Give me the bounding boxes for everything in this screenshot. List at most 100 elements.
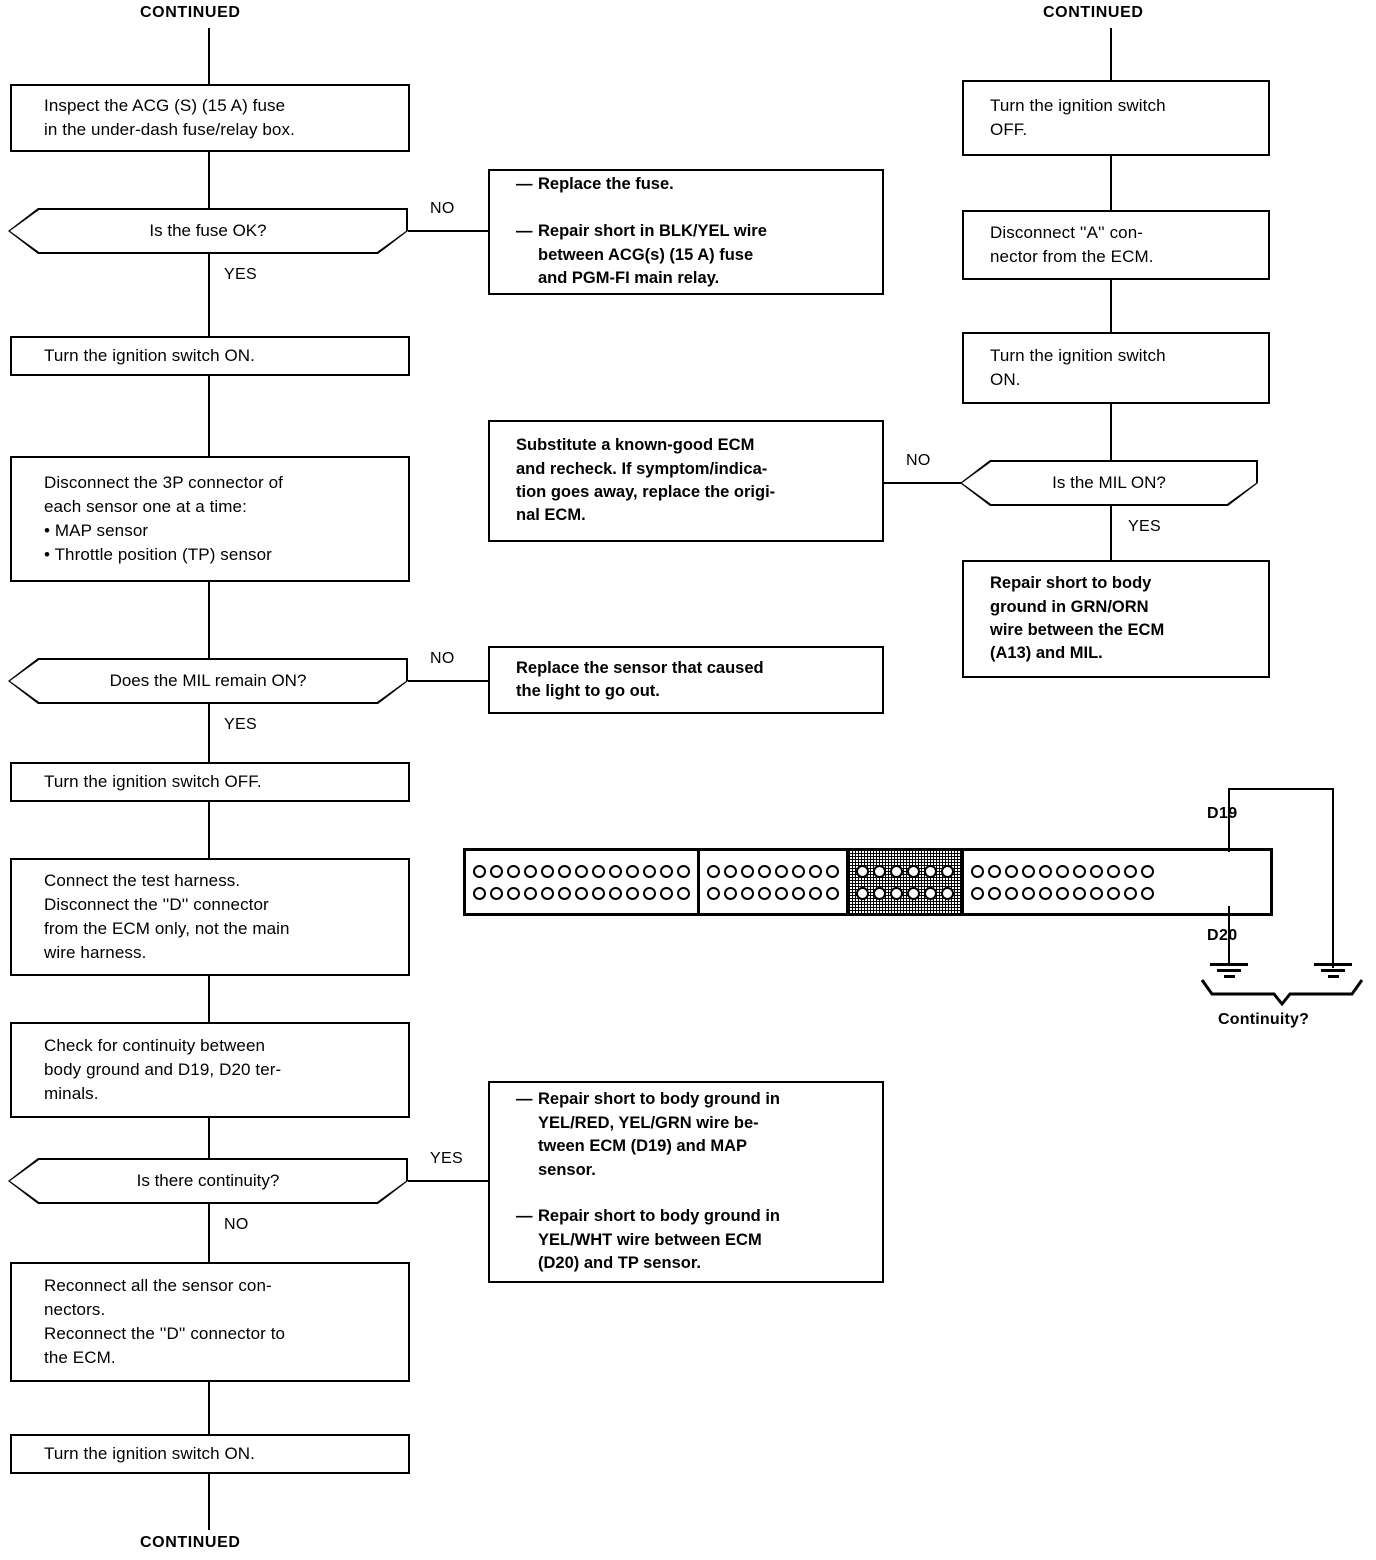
continued-top-left-label: CONTINUED <box>140 4 241 21</box>
connector-pin <box>677 864 690 878</box>
connector-pin <box>609 886 622 900</box>
result-repair-short-grn-orn: Repair short to body ground in GRN/ORN w… <box>962 560 1270 678</box>
result-repair-short-ground-text: —Repair short to body ground in YEL/RED,… <box>490 1065 786 1299</box>
step-ignition-off-right: Turn the ignition switch OFF. <box>962 80 1270 156</box>
connector-pin <box>592 864 605 878</box>
connector-pin <box>677 886 690 900</box>
wire-d20-to-ground <box>1228 906 1230 966</box>
connector-pin <box>707 864 720 878</box>
connector-pin <box>758 864 771 878</box>
list-item: —Repair short to body ground in YEL/WHT … <box>516 1205 780 1275</box>
connector-pin <box>792 864 805 878</box>
step-ignition-on-1: Turn the ignition switch ON. <box>10 336 410 376</box>
list-item: —Repair short in BLK/YEL wire between AC… <box>516 220 767 290</box>
pin-row <box>707 886 839 900</box>
step-connect-test-harness-text: Connect the test harness. Disconnect the… <box>44 870 290 963</box>
connector-pin <box>1056 864 1069 878</box>
branch-line-fuse-yes <box>208 254 210 336</box>
ground-symbol-d20 <box>1210 963 1248 981</box>
step-disconnect-a-connector: Disconnect ''A'' con- nector from the EC… <box>962 210 1270 280</box>
branch-line-mil-remain-yes <box>208 704 210 762</box>
connector-pin <box>507 864 520 878</box>
connector-pin <box>541 886 554 900</box>
branch-line-mil-on-yes <box>1110 506 1112 560</box>
dash-marker: — <box>516 1207 533 1226</box>
result-replace-fuse: —Replace the fuse. —Repair short in BLK/… <box>488 169 884 295</box>
connector-pin <box>988 886 1001 900</box>
connector-pin <box>1107 886 1120 900</box>
hexagon-fill <box>10 660 406 702</box>
connector-pin <box>1107 864 1120 878</box>
connector-line-top-left <box>208 28 210 84</box>
step-ignition-on-right: Turn the ignition switch ON. <box>962 332 1270 404</box>
step-ignition-on-right-text: Turn the ignition switch ON. <box>990 345 1166 389</box>
step-ignition-off-left: Turn the ignition switch OFF. <box>10 762 410 802</box>
connector-line-harness-to-check <box>208 976 210 1022</box>
connector-pin <box>473 886 486 900</box>
connector-pin <box>809 864 822 878</box>
connector-pin <box>826 886 839 900</box>
hexagon-fill <box>10 1160 406 1202</box>
connector-line-ignoff-to-harness <box>208 802 210 858</box>
connector-pin <box>1022 886 1035 900</box>
connector-pin <box>490 864 503 878</box>
decision-is-there-continuity-text: Is there continuity? <box>136 1171 280 1190</box>
connector-pin <box>558 886 571 900</box>
branch-line-continuity-yes <box>408 1180 488 1182</box>
branch-label-fuse-no: NO <box>430 200 455 217</box>
connector-pin <box>660 886 673 900</box>
connector-pin <box>1090 886 1103 900</box>
connector-pin <box>592 886 605 900</box>
branch-line-continuity-no <box>208 1204 210 1262</box>
decision-is-there-continuity: Is there continuity? <box>8 1158 408 1204</box>
connector-pin <box>541 864 554 878</box>
connector-line-disconnect-to-mil <box>208 582 210 658</box>
connector-pin <box>907 886 920 900</box>
connector-line-inspect-to-decision <box>208 152 210 208</box>
step-ignition-off-right-text: Turn the ignition switch OFF. <box>990 95 1166 139</box>
branch-line-mil-remain-no <box>408 680 488 682</box>
result-repair-short-grn-orn-text: Repair short to body ground in GRN/ORN w… <box>990 574 1165 663</box>
branch-label-mil-remain-yes: YES <box>224 716 257 733</box>
connector-pin <box>775 886 788 900</box>
connector-pin <box>741 864 754 878</box>
connector-pin <box>1039 886 1052 900</box>
connector-pin <box>1124 886 1137 900</box>
decision-is-fuse-ok: Is the fuse OK? <box>8 208 408 254</box>
pin-row <box>856 886 954 900</box>
connector-pin <box>924 864 937 878</box>
step-disconnect-3p-connector-text: Disconnect the 3P connector of each sens… <box>44 472 283 565</box>
pin-block-2 <box>700 851 849 913</box>
connector-pin <box>971 864 984 878</box>
connector-pin <box>507 886 520 900</box>
branch-label-fuse-yes: YES <box>224 266 257 283</box>
connector-pin <box>809 886 822 900</box>
connector-pin <box>1141 886 1154 900</box>
connector-line-ignon1-to-disconnect <box>208 376 210 456</box>
connector-pin <box>724 886 737 900</box>
decision-is-mil-on-text: Is the MIL ON? <box>1052 473 1166 492</box>
step-inspect-fuse-text: Inspect the ACG (S) (15 A) fuse in the u… <box>44 95 295 139</box>
connector-pin <box>724 864 737 878</box>
terminal-label-d20: D20 <box>1207 927 1238 944</box>
result-replace-sensor: Replace the sensor that caused the light… <box>488 646 884 714</box>
connector-pin <box>575 864 588 878</box>
step-connect-test-harness: Connect the test harness. Disconnect the… <box>10 858 410 976</box>
connector-pin <box>473 864 486 878</box>
connector-line-disconnecta-to-ignon <box>1110 280 1112 332</box>
continued-bottom-label: CONTINUED <box>140 1534 241 1551</box>
connector-pin <box>1090 864 1103 878</box>
pin-row <box>473 864 690 878</box>
step-ignition-on-2-text: Turn the ignition switch ON. <box>44 1443 255 1463</box>
connector-pin <box>524 886 537 900</box>
list-item: —Repair short to body ground in YEL/RED,… <box>516 1088 780 1182</box>
connector-pin <box>609 864 622 878</box>
step-ignition-on-1-text: Turn the ignition switch ON. <box>44 345 255 365</box>
connector-pin <box>856 886 869 900</box>
connector-pin <box>775 864 788 878</box>
connector-pin <box>758 886 771 900</box>
connector-pin <box>856 864 869 878</box>
branch-label-continuity-yes: YES <box>430 1150 463 1167</box>
connector-pin <box>643 886 656 900</box>
